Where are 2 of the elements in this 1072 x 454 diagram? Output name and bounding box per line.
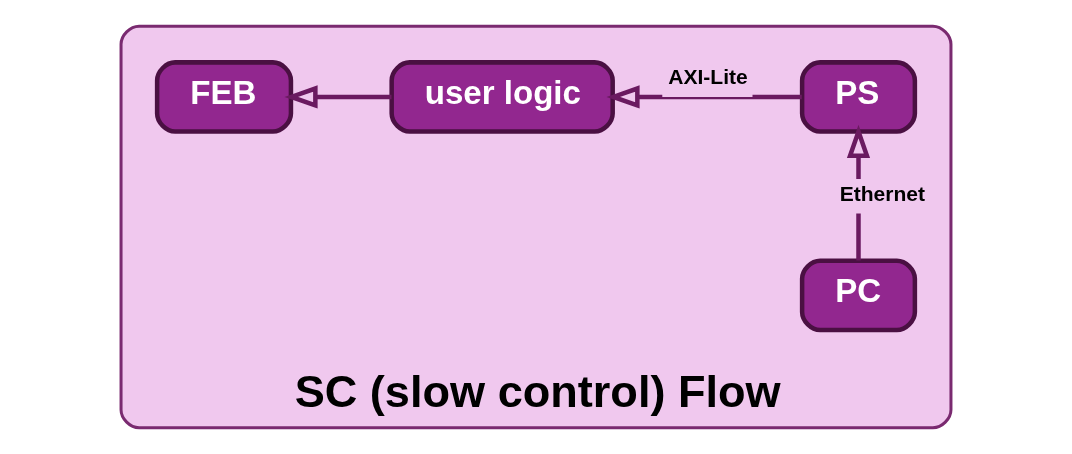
edge-label: Ethernet xyxy=(839,181,926,205)
edge-label: AXI-Lite xyxy=(668,65,748,89)
